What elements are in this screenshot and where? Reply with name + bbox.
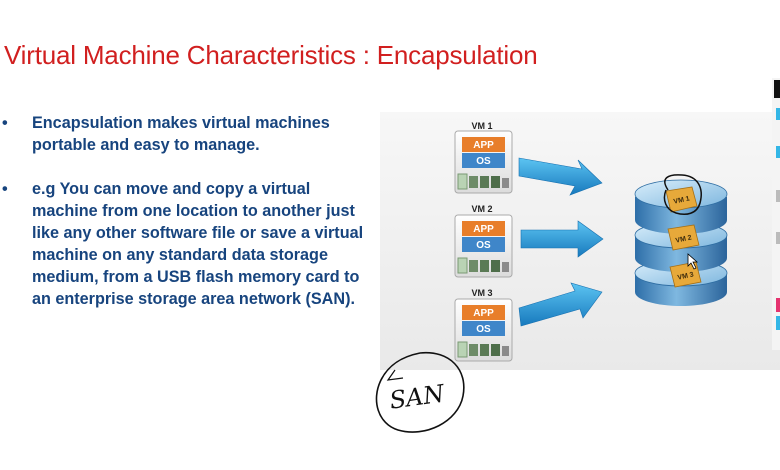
bullet-marker: • xyxy=(2,180,8,198)
folder-icon: VM 1 xyxy=(665,186,698,213)
bullet-list: • Encapsulation makes virtual machines p… xyxy=(0,112,375,332)
app-label: APP xyxy=(473,224,494,235)
mouse-cursor-icon xyxy=(687,253,699,270)
app-label: APP xyxy=(473,140,494,151)
vm-2: VM 2 APP OS xyxy=(454,204,513,278)
os-box xyxy=(462,321,505,336)
folder-icon: VM 2 xyxy=(667,224,700,251)
folder-icon: VM 3 xyxy=(669,261,702,288)
hardware-icons xyxy=(457,257,509,274)
right-edge-window-fragment xyxy=(772,78,780,350)
arrow-right-icon xyxy=(518,282,603,327)
os-label: OS xyxy=(476,240,491,251)
app-box xyxy=(462,305,505,320)
storage-database-icon xyxy=(634,179,728,306)
os-label: OS xyxy=(476,156,491,167)
folder-label: VM 1 xyxy=(673,195,691,205)
app-label: APP xyxy=(473,308,494,319)
folder-label: VM 3 xyxy=(677,271,695,281)
bullet-text: Encapsulation makes virtual machines por… xyxy=(32,114,330,154)
folder-label: VM 2 xyxy=(675,234,693,244)
bullet-item-1: • Encapsulation makes virtual machines p… xyxy=(0,112,375,156)
vm-1: VM 1 APP OS xyxy=(454,121,513,194)
bullet-item-2: • e.g You can move and copy a virtual ma… xyxy=(0,178,375,310)
bullet-text: e.g You can move and copy a virtual mach… xyxy=(32,180,364,308)
app-box xyxy=(462,137,505,152)
vm-label: VM 3 xyxy=(471,288,492,298)
os-label: OS xyxy=(476,324,491,335)
vm-label: VM 2 xyxy=(471,204,492,214)
vm-3: VM 3 APP OS xyxy=(454,288,513,362)
os-box xyxy=(462,237,505,252)
annotation-circle xyxy=(663,174,702,215)
os-box xyxy=(462,153,505,168)
arrow-right-icon xyxy=(518,157,603,196)
arrow-right-icon xyxy=(520,220,604,258)
vm-label: VM 1 xyxy=(471,121,492,131)
slide-title: Virtual Machine Characteristics : Encaps… xyxy=(4,40,538,70)
app-box xyxy=(462,221,505,236)
hardware-icons xyxy=(457,173,509,190)
san-label: SAN xyxy=(388,379,447,414)
hardware-icons xyxy=(457,341,509,358)
bullet-marker: • xyxy=(2,114,8,132)
